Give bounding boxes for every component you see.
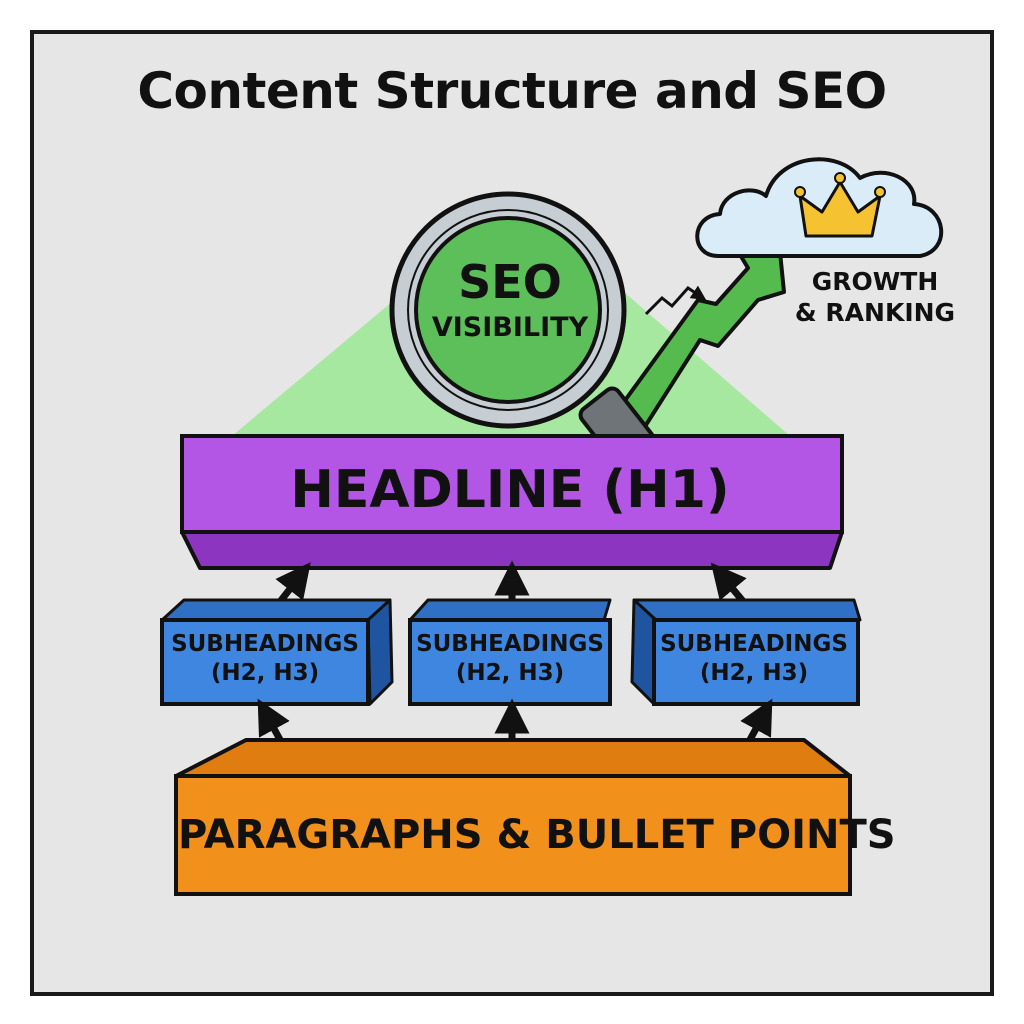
growth-arrow-icon: [616, 230, 786, 430]
headline-block: [180, 434, 844, 570]
visibility-label: VISIBILITY: [431, 312, 589, 343]
subheading-label-3: SUBHEADINGS (H2, H3): [651, 630, 857, 688]
magnifier-icon: [389, 191, 656, 468]
growth-ranking-label: GROWTH & RANKING: [790, 266, 960, 328]
base-block: [174, 738, 852, 896]
headline-label: HEADLINE (H1): [290, 460, 730, 520]
growth-label-line1: GROWTH: [811, 267, 939, 296]
diagram-title: Content Structure and SEO: [137, 62, 887, 120]
subheading-3-line2: (H2, H3): [699, 660, 809, 686]
subheading-label-2: SUBHEADINGS (H2, H3): [407, 630, 613, 688]
subheading-3-line1: SUBHEADINGS: [660, 631, 848, 657]
cloud-icon: [695, 157, 944, 258]
subheading-2-line1: SUBHEADINGS: [416, 631, 604, 657]
seo-label: SEO: [458, 255, 562, 309]
crown-icon: [794, 172, 886, 238]
subheading-2-line2: (H2, H3): [455, 660, 565, 686]
subheading-1-line1: SUBHEADINGS: [171, 631, 359, 657]
subheading-label-1: SUBHEADINGS (H2, H3): [162, 630, 368, 688]
growth-label-line2: & RANKING: [794, 298, 956, 327]
subheading-1-line2: (H2, H3): [210, 660, 320, 686]
subheading-block-1: [160, 598, 394, 706]
subheading-block-2: [408, 598, 612, 706]
subheading-block-3: [630, 598, 862, 706]
base-label: PARAGRAPHS & BULLET POINTS: [178, 812, 896, 858]
